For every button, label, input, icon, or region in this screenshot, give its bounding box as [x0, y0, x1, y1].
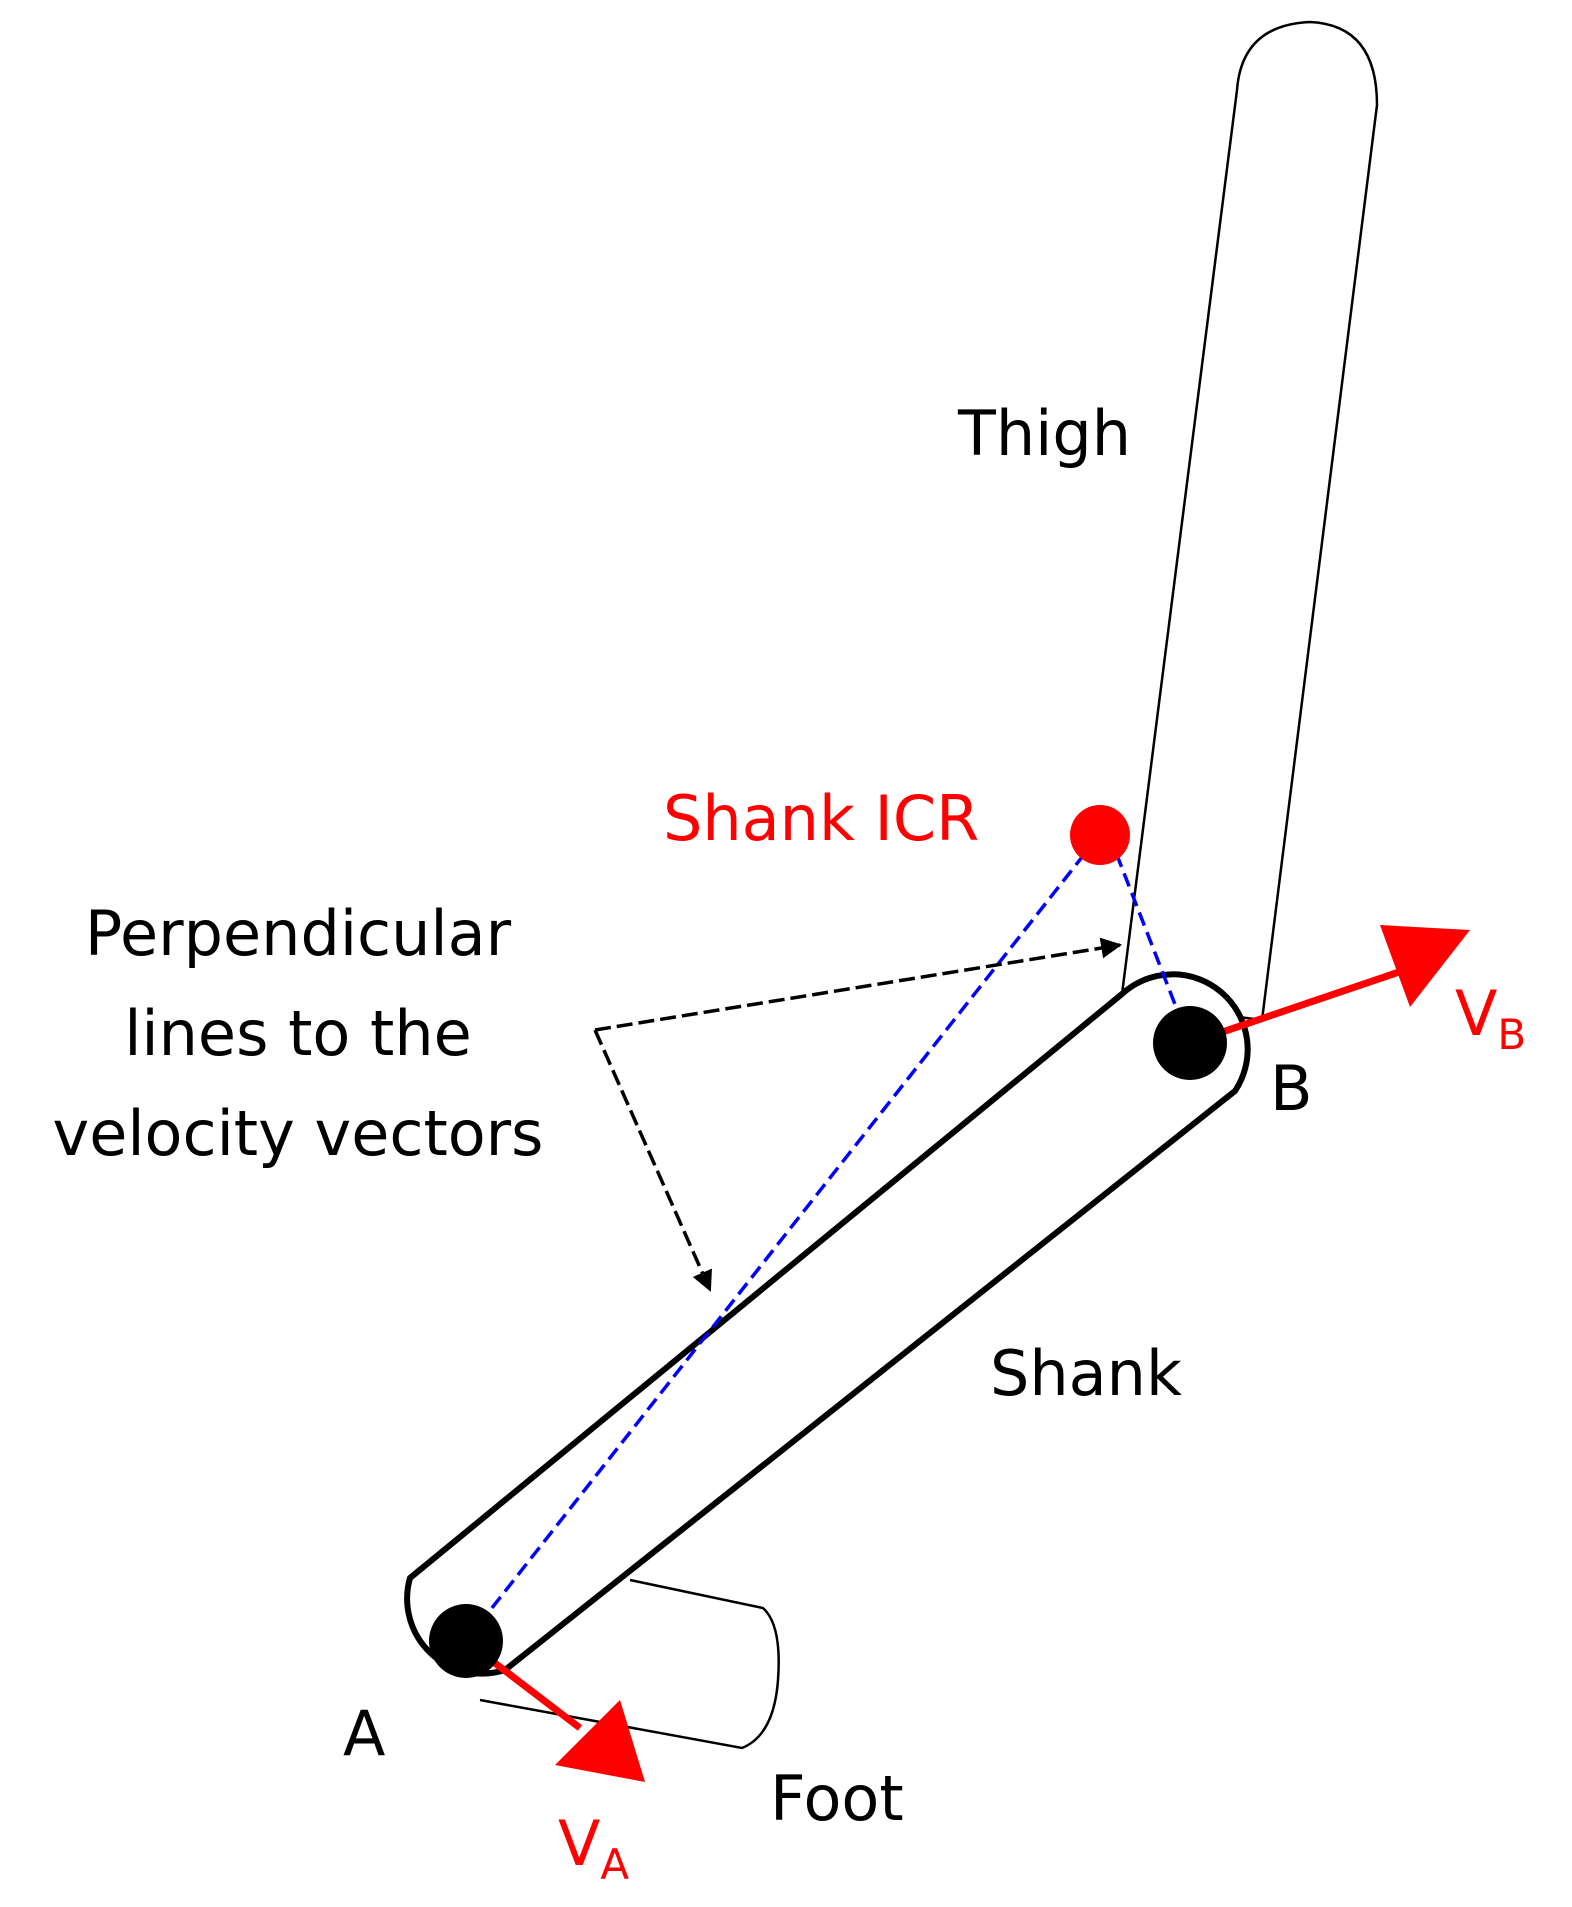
joint-b-pin: [1153, 1006, 1227, 1080]
velocity-a-label: VA: [558, 1807, 629, 1889]
annotation-line-3: velocity vectors: [53, 1097, 544, 1170]
velocity-b-label: VB: [1455, 977, 1526, 1059]
annotation-line-2: lines to the: [124, 997, 472, 1070]
velocity-a-subscript: A: [600, 1840, 629, 1889]
annotation-text: Perpendicular lines to the velocity vect…: [53, 897, 544, 1170]
shank-segment: [404, 971, 1251, 1677]
point-a-label: A: [343, 1697, 385, 1770]
foot-label: Foot: [770, 1762, 904, 1835]
shank-icr-point: [1070, 805, 1130, 865]
shank-icr-label: Shank ICR: [663, 782, 979, 855]
thigh-label: Thigh: [957, 397, 1131, 470]
shank-label: Shank: [990, 1337, 1182, 1410]
annotation-arrows: [593, 937, 1123, 1292]
velocity-a-base: V: [558, 1807, 600, 1880]
thigh-segment: [1119, 20, 1379, 1022]
velocity-vector-b: [1188, 925, 1470, 1047]
velocity-b-subscript: B: [1497, 1010, 1526, 1059]
annotation-arrow-to-b-line: [594, 937, 1123, 1032]
annotation-arrow-to-a-line: [593, 1029, 712, 1292]
perpendicular-line-a: [464, 845, 1092, 1643]
joint-a-pin: [429, 1604, 503, 1678]
annotation-line-1: Perpendicular: [85, 897, 512, 970]
velocity-b-base: V: [1455, 977, 1497, 1050]
point-b-label: B: [1270, 1052, 1313, 1125]
